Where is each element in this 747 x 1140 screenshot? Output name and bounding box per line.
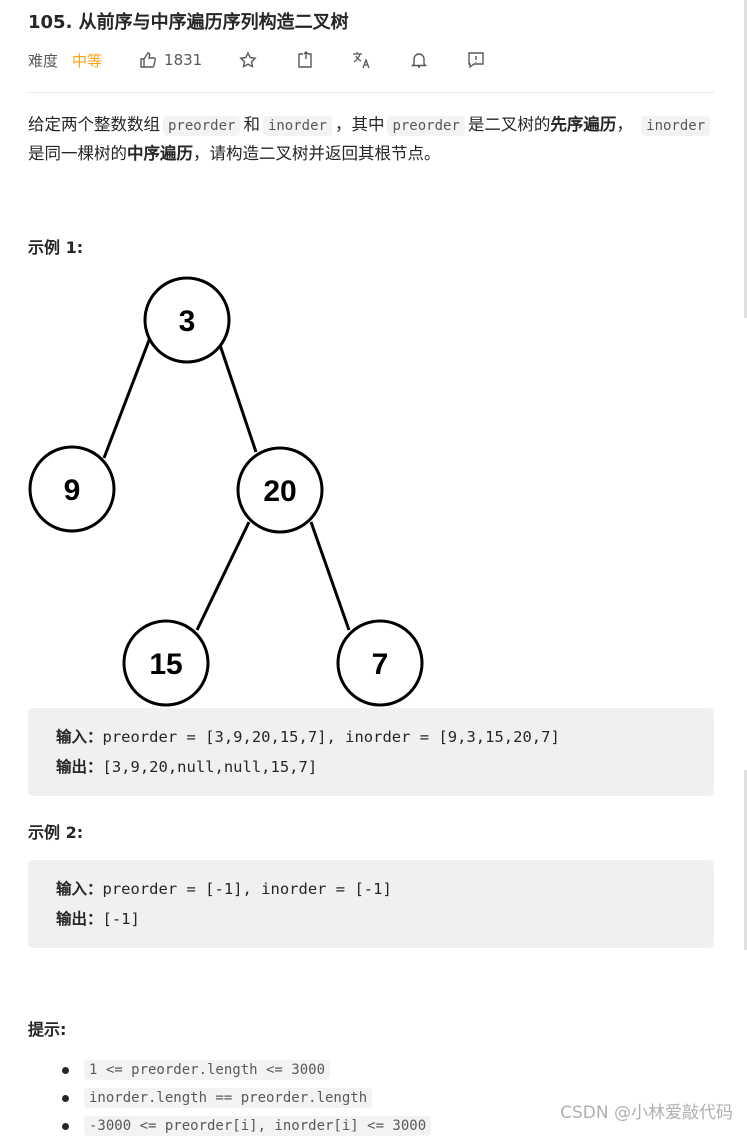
- difficulty-label: 难度: [28, 51, 59, 70]
- star-icon[interactable]: [238, 50, 258, 70]
- feedback-icon[interactable]: [466, 50, 486, 70]
- output-value: [-1]: [102, 910, 140, 928]
- text: 和: [243, 115, 260, 134]
- bold-text: 中序遍历: [127, 144, 193, 163]
- hints-heading: 提示:: [28, 1020, 67, 1039]
- hint-item: 1 <= preorder.length <= 3000: [61, 1056, 431, 1084]
- text: ，其中: [334, 115, 385, 134]
- text: 是二叉树的: [467, 115, 551, 134]
- scrollbar-track[interactable]: [744, 770, 747, 950]
- meta-row: 难度 中等 1831: [28, 47, 486, 73]
- input-value: preorder = [-1], inorder = [-1]: [102, 880, 392, 898]
- tree-node: [336, 619, 424, 707]
- hint-item: inorder.length == preorder.length: [61, 1084, 431, 1112]
- input-label: 输入：: [56, 728, 103, 746]
- tree-node: [236, 446, 324, 534]
- hints-list: 1 <= preorder.length <= 3000 inorder.len…: [61, 1056, 432, 1140]
- difficulty-badge: 中等: [72, 51, 103, 70]
- input-label: 输入：: [56, 880, 103, 898]
- inline-code: -3000 <= preorder[i], inorder[i] <= 3000: [84, 1116, 432, 1136]
- output-value: [3,9,20,null,null,15,7]: [102, 758, 318, 776]
- tree-node: [122, 619, 210, 707]
- inline-code: inorder.length == preorder.length: [84, 1088, 373, 1108]
- text: 是同一棵树的: [28, 144, 127, 163]
- translate-icon[interactable]: [352, 50, 372, 70]
- node-label: 3: [179, 305, 196, 338]
- text: 给定两个整数数组: [28, 115, 160, 134]
- input-value: preorder = [3,9,20,15,7], inorder = [9,3…: [102, 728, 560, 746]
- bell-icon[interactable]: [409, 50, 429, 70]
- hint-item: -3000 <= preorder[i], inorder[i] <= 3000: [61, 1112, 432, 1140]
- inline-code: inorder: [262, 116, 332, 136]
- output-label: 输出：: [56, 758, 103, 776]
- example-1-block: 输入：preorder = [3,9,20,15,7], inorder = […: [28, 708, 714, 796]
- example-2-heading: 示例 2:: [28, 823, 84, 842]
- problem-title: 105. 从前序与中序遍历序列构造二叉树: [28, 12, 349, 33]
- like-count: 1831: [164, 51, 203, 69]
- inline-code: preorder: [163, 116, 241, 136]
- watermark: CSDN @小林爱敲代码: [560, 1103, 733, 1123]
- thumbs-up-icon[interactable]: [138, 50, 158, 70]
- node-label: 7: [372, 648, 389, 681]
- text: ，请构造二叉树并返回其根节点。: [193, 144, 441, 163]
- node-label: 9: [64, 474, 81, 507]
- example-2-block: 输入：preorder = [-1], inorder = [-1] 输出：[-…: [28, 860, 714, 948]
- example-1-heading: 示例 1:: [28, 238, 84, 257]
- tree-node: [28, 445, 116, 533]
- node-label: 15: [149, 648, 182, 681]
- divider: [28, 92, 714, 93]
- inline-code: inorder: [641, 116, 711, 136]
- output-label: 输出：: [56, 910, 103, 928]
- tree-node: [143, 276, 231, 364]
- inline-code: 1 <= preorder.length <= 3000: [84, 1060, 331, 1080]
- node-label: 20: [263, 475, 296, 508]
- text: ，: [616, 115, 633, 134]
- inline-code: preorder: [387, 116, 465, 136]
- share-icon[interactable]: [295, 50, 315, 70]
- bold-text: 先序遍历: [550, 115, 617, 134]
- scrollbar[interactable]: [744, 0, 747, 318]
- tree-diagram: 3 9 20 15 7: [28, 276, 424, 707]
